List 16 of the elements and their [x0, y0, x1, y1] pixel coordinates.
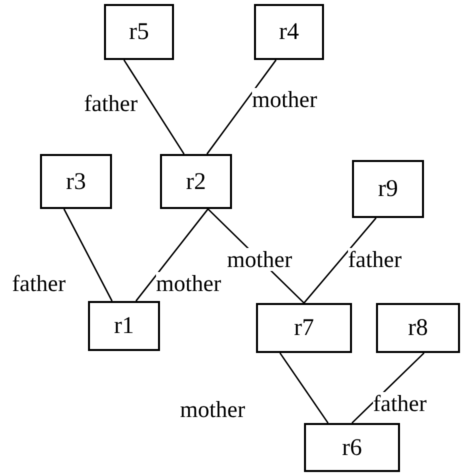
connector-line — [279, 352, 329, 424]
edge-label: mother — [227, 248, 292, 271]
person-box: r4 — [254, 4, 324, 60]
person-box: r9 — [352, 160, 424, 218]
connector-line — [135, 208, 209, 302]
person-box: r8 — [376, 303, 460, 353]
person-box: r5 — [104, 4, 174, 60]
person-box: r7 — [256, 303, 352, 353]
connector-line — [123, 60, 185, 154]
person-box: r2 — [160, 154, 232, 209]
connector-line — [63, 208, 113, 302]
connector-line — [206, 60, 277, 154]
person-box: r6 — [304, 423, 400, 472]
person-box: r1 — [88, 301, 160, 351]
connector-line — [303, 218, 377, 304]
person-box: r3 — [40, 154, 112, 209]
